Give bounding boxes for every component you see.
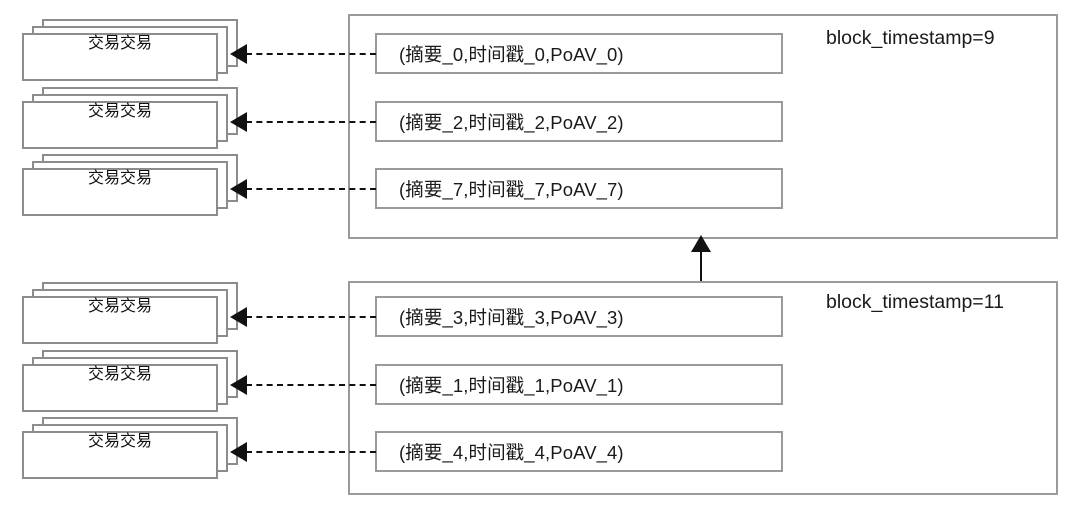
transaction-card-front: [22, 33, 218, 81]
dashed-connector-bottom-0: [246, 316, 376, 318]
record-box-bottom-1[interactable]: (摘要_1,时间戳_1,PoAV_1): [375, 364, 783, 405]
transaction-card-front: [22, 296, 218, 344]
record-text-bottom-1: (摘要_1,时间戳_1,PoAV_1): [399, 374, 624, 396]
transaction-card-front: [22, 101, 218, 149]
record-box-top-0[interactable]: (摘要_0,时间戳_0,PoAV_0): [375, 33, 783, 74]
transaction-stack-label: 交易交易: [87, 103, 152, 120]
transaction-stack-label: 交易交易: [87, 298, 152, 315]
record-text-top-0: (摘要_0,时间戳_0,PoAV_0): [399, 43, 624, 65]
record-text-bottom-2: (摘要_4,时间戳_4,PoAV_4): [399, 441, 624, 463]
transaction-stack-bottom-1[interactable]: 交易交易: [22, 350, 238, 412]
record-box-bottom-2[interactable]: (摘要_4,时间戳_4,PoAV_4): [375, 431, 783, 472]
record-box-top-2[interactable]: (摘要_7,时间戳_7,PoAV_7): [375, 168, 783, 209]
transaction-card-front: [22, 431, 218, 479]
record-text-top-1: (摘要_2,时间戳_2,PoAV_2): [399, 111, 624, 133]
transaction-stack-label: 交易交易: [87, 366, 152, 383]
transaction-card-front: [22, 364, 218, 412]
dashed-connector-top-2: [246, 188, 376, 190]
dashed-connector-bottom-2: [246, 451, 376, 453]
record-text-top-2: (摘要_7,时间戳_7,PoAV_7): [399, 178, 624, 200]
dashed-connector-top-0: [246, 53, 376, 55]
transaction-stack-bottom-0[interactable]: 交易交易: [22, 282, 238, 344]
dashed-connector-bottom-1: [246, 384, 376, 386]
block-timestamp-label-top: block_timestamp=9: [826, 27, 995, 49]
transaction-card-front: [22, 168, 218, 216]
chain-arrow-head-icon: [691, 235, 711, 252]
arrow-left-icon-top-0: [230, 44, 247, 64]
transaction-stack-top-0[interactable]: 交易交易: [22, 19, 238, 81]
arrow-left-icon-top-2: [230, 179, 247, 199]
dashed-connector-top-1: [246, 121, 376, 123]
arrow-left-icon-top-1: [230, 112, 247, 132]
arrow-left-icon-bottom-1: [230, 375, 247, 395]
transaction-stack-label: 交易交易: [87, 35, 152, 52]
arrow-left-icon-bottom-0: [230, 307, 247, 327]
record-box-top-1[interactable]: (摘要_2,时间戳_2,PoAV_2): [375, 101, 783, 142]
transaction-stack-bottom-2[interactable]: 交易交易: [22, 417, 238, 479]
transaction-stack-label: 交易交易: [87, 433, 152, 450]
chain-arrow-shaft: [700, 248, 702, 281]
record-text-bottom-0: (摘要_3,时间戳_3,PoAV_3): [399, 306, 624, 328]
transaction-stack-label: 交易交易: [87, 170, 152, 187]
transaction-stack-top-2[interactable]: 交易交易: [22, 154, 238, 216]
block-timestamp-label-bottom: block_timestamp=11: [826, 291, 1004, 313]
record-box-bottom-0[interactable]: (摘要_3,时间戳_3,PoAV_3): [375, 296, 783, 337]
arrow-left-icon-bottom-2: [230, 442, 247, 462]
transaction-stack-top-1[interactable]: 交易交易: [22, 87, 238, 149]
